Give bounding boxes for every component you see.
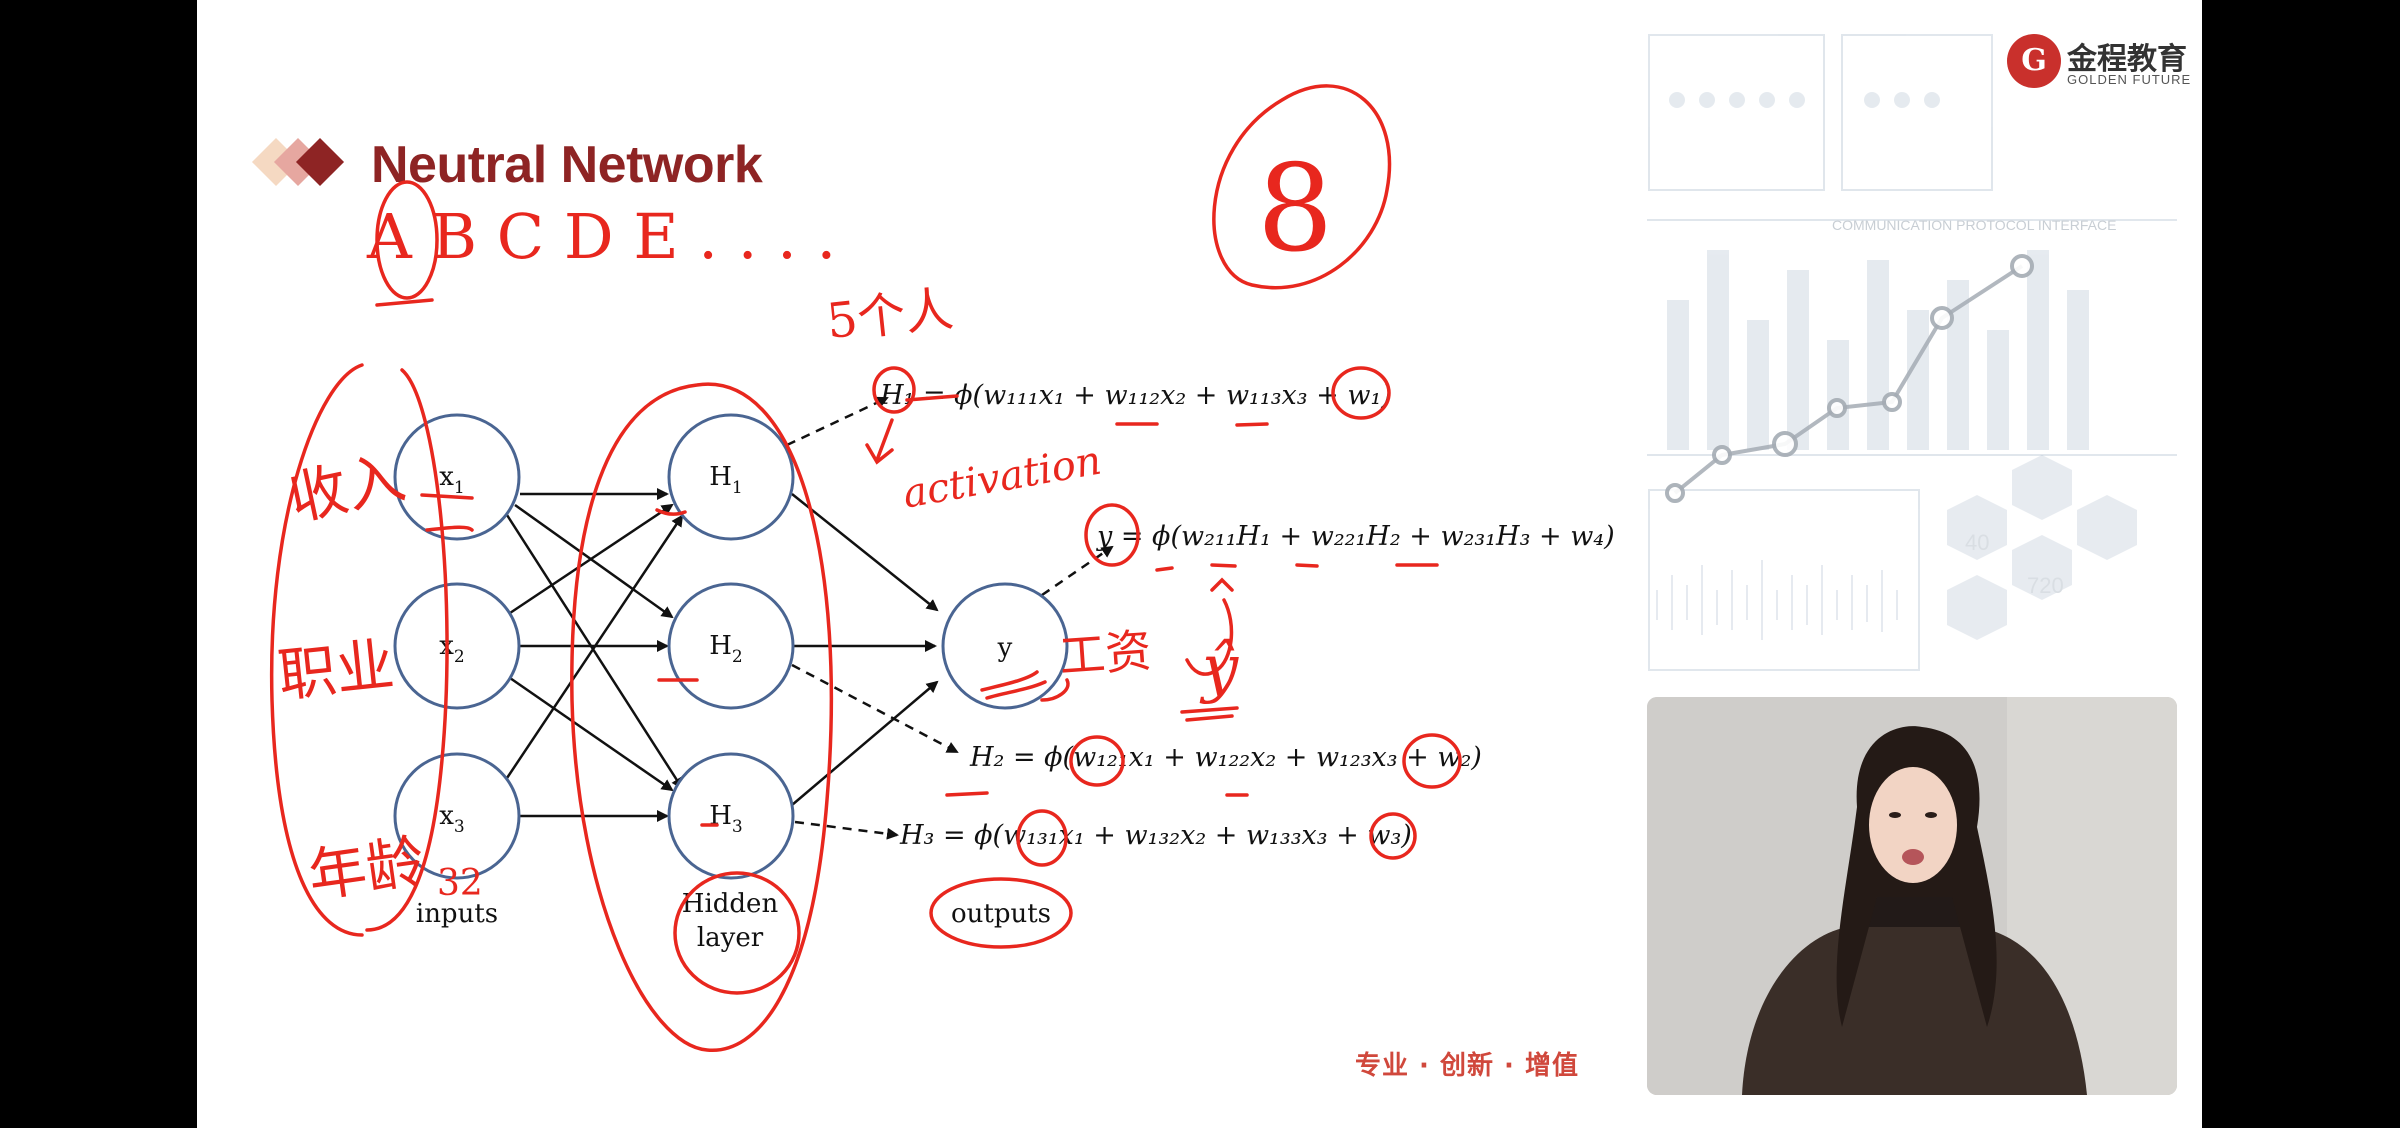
hidden-caption-line1: Hidden [682,889,779,919]
input-2-sub: 2 [454,647,465,667]
background-infographic: COMMUNICATION PROTOCOL INTERFACE 40 720 [1647,34,2177,671]
ink-age-value: 32 [437,863,483,904]
bg-hex-value-1: 40 [1965,530,1989,555]
equation-h3: H₃ = ϕ(w₁₃₁x₁ + w₁₃₂x₂ + w₁₃₃x₃ + w₃) [899,820,1412,851]
input-3-sub: 3 [454,817,465,837]
equation-h2: H₂ = ϕ(w₁₂₁x₁ + w₁₂₂x₂ + w₁₂₃x₃ + w₂) [969,742,1482,773]
bg-heading-1: COMMUNICATION PROTOCOL INTERFACE [1832,217,2116,233]
hidden-caption-line2: layer [697,923,764,953]
ink-left-word-2: 职业 [275,630,397,710]
dashed-connections [786,396,1114,840]
input-3-label: x [439,801,454,831]
hidden-1-sub: 1 [732,478,743,498]
input-node-1 [393,413,521,541]
slide: COMMUNICATION PROTOCOL INTERFACE 40 720 … [197,0,2202,1128]
svg-text:x3: x3 [439,801,465,837]
slide-footer: 专业 · 创新 · 增值 [1355,1051,1579,1081]
output-node [941,582,1069,710]
logo-badge-icon: G [2007,34,2061,88]
inputs-caption: inputs [416,899,498,929]
svg-text:x1: x1 [439,462,465,498]
ink-annotations [269,84,1462,1052]
logo-chinese-name: 金程教育 [2067,42,2187,77]
ink-work-text: 工资 [1057,623,1153,683]
hidden-2-label: H [709,631,732,661]
input-1-sub: 1 [454,478,465,498]
equation-y: y = ϕ(w₂₁₁H₁ + w₂₂₁H₂ + w₂₃₁H₃ + w₄) [1096,521,1615,552]
input-node-2 [393,582,521,710]
hidden-2-sub: 2 [732,647,743,667]
connections [505,488,939,822]
svg-text:H1: H1 [709,462,743,498]
neural-network-diagram: x1 x2 x3 H1 H2 H3 y inputs Hidden layer … [269,84,1615,1052]
slide-title: Neutral Network [371,136,763,194]
equation-h1: H₁ = ϕ(w₁₁₁x₁ + w₁₁₂x₂ + w₁₁₃x₃ + w₁) [879,380,1392,411]
presenter-video [1647,697,2177,1095]
hidden-3-sub: 3 [732,817,743,837]
ink-letters: A B C D E . . . . [366,200,836,273]
hidden-node-2 [667,582,795,710]
hidden-node-3 [667,752,795,880]
input-node-3 [393,752,521,880]
ink-count-text: 5个人 [824,281,956,350]
ink-y-hat: ŷ [1199,632,1239,706]
logo-english-name: GOLDEN FUTURE [2067,72,2192,87]
ink-left-word-3: 年龄 [304,827,428,910]
ink-number: 8 [1257,140,1333,279]
input-1-label: x [439,462,454,492]
outputs-caption: outputs [951,899,1051,929]
svg-text:H2: H2 [709,631,743,667]
hidden-1-label: H [709,462,732,492]
ink-activation: activation [899,438,1104,518]
output-label: y [997,633,1013,663]
hidden-node-1 [667,413,795,541]
bg-hex-value-2: 720 [2027,573,2064,598]
company-logo: G 金程教育 GOLDEN FUTURE [2007,32,2197,96]
